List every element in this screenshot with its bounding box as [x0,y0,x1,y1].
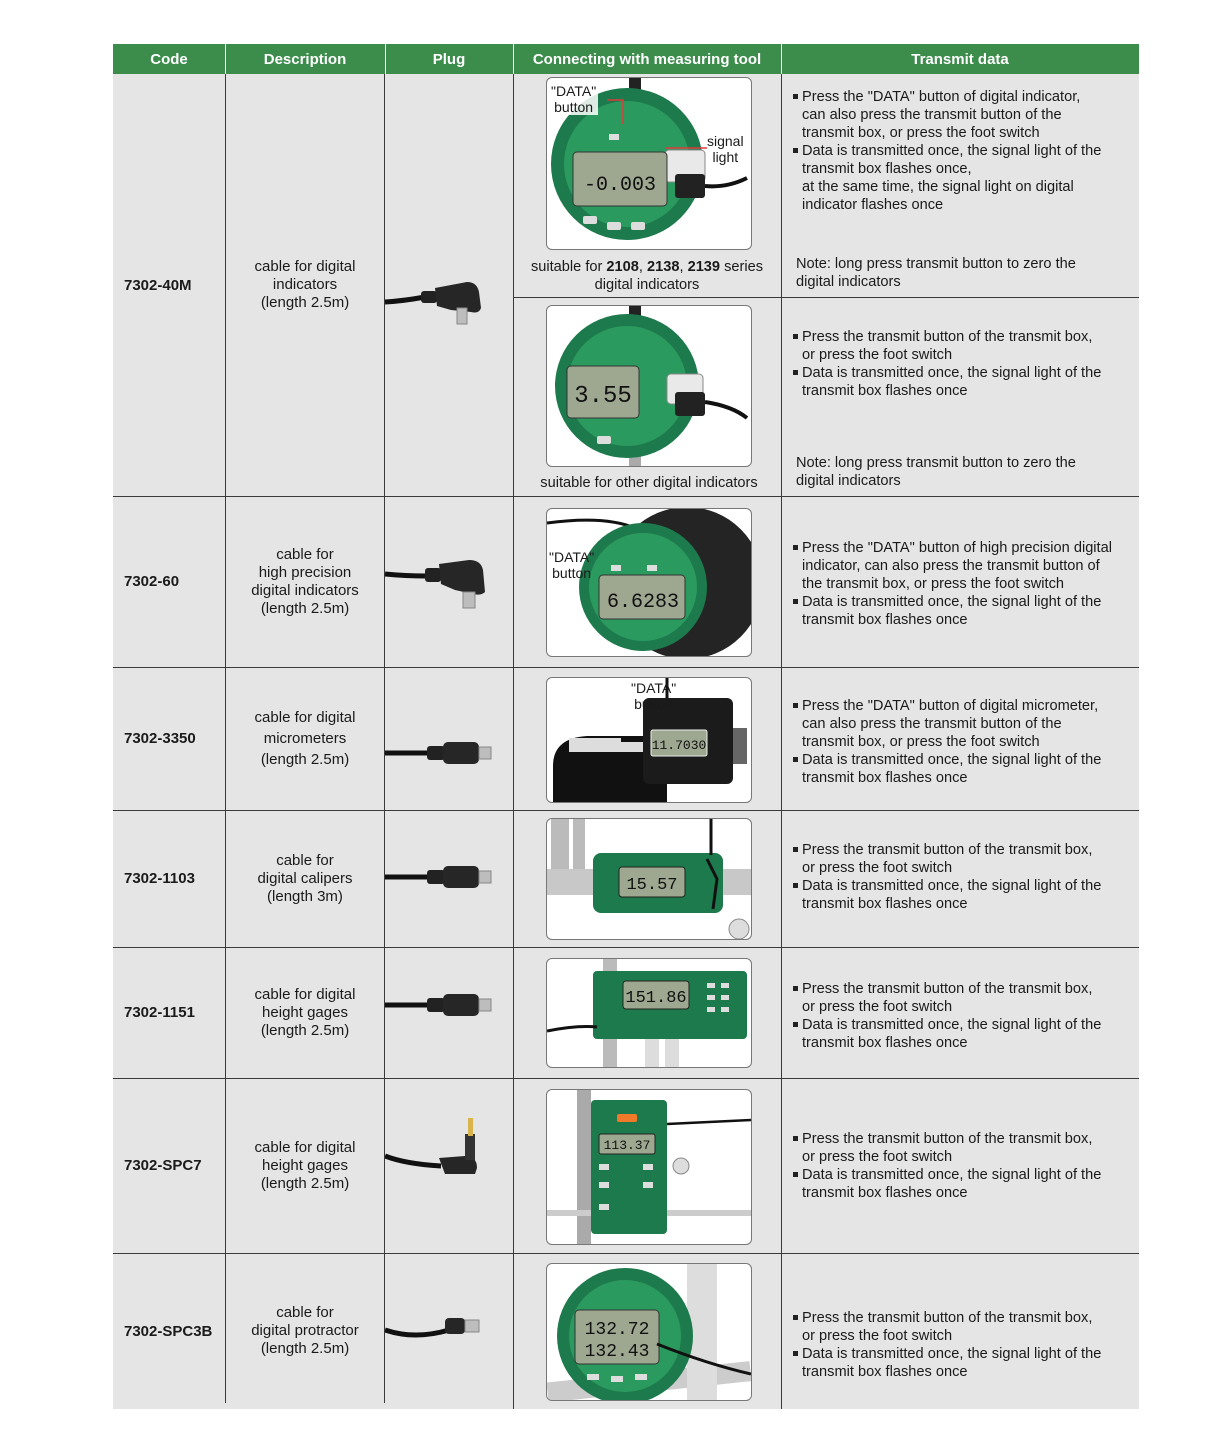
row-code: 7302-SPC3B [124,1322,213,1340]
row-code: 7302-60 [124,573,180,590]
transmit-data-text: Press the transmit button of the transmi… [787,328,1139,400]
column-divider [384,74,385,1403]
row-divider [113,810,1139,811]
lcd-readout: 3.55 [574,383,632,410]
transmit-data-text: Press the transmit button of the transmi… [787,841,1139,913]
header-description: Description [225,44,385,74]
transmit-data-text: Press the transmit button of the transmi… [787,1309,1139,1381]
transmit-data-text: Press the transmit button of the transmi… [787,980,1139,1052]
transmit-step: Press the "DATA" button of digital indic… [787,88,1139,142]
data-button-label: "DATA" button [631,680,677,712]
row-description: cable for digital indicators (length 2.5… [254,258,356,311]
row-description: cable for digital height gages (length 2… [254,985,356,1039]
row-description: cable for digital height gages (length 2… [254,1138,356,1192]
row-divider [513,297,1139,298]
transmit-data-text: Press the "DATA" button of digital indic… [787,88,1139,214]
micro-usb-right-angle-plug [385,282,481,325]
micro-usb-right-angle-plug [385,560,485,609]
transmit-step: Data is transmitted once, the signal lig… [787,364,1139,400]
row-description: cable for high precision digital indicat… [251,545,359,617]
audio-jack-right-angle-plug [385,1118,477,1174]
lcd-readout: 11.7030 [652,738,707,753]
cable-spec-table: Code Description Plug Connecting with me… [113,44,1139,1409]
micro-usb-plug [385,742,492,764]
transmit-data-text: Press the transmit button of the transmi… [787,1130,1139,1202]
header-plug: Plug [385,44,513,74]
lcd-readout: 132.72 [585,1320,650,1340]
header-code: Code [113,44,225,74]
high-precision-indicator-photo: 6.6283 "DATA" button [546,508,752,657]
transmit-step: Data is transmitted once, the signal lig… [787,751,1139,787]
row-description: cable for digital micrometers (length 2.… [254,709,356,768]
transmit-step: Press the transmit button of the transmi… [787,1130,1139,1166]
column-divider [513,74,514,1409]
digital-micrometer-photo: 11.7030 "DATA" button [546,677,752,803]
transmit-step: Press the "DATA" button of digital micro… [787,697,1139,751]
row-code: 7302-3350 [124,730,196,747]
row-divider [113,947,1139,948]
digital-height-gage-photo: 151.86 [546,958,752,1068]
row-divider [113,1078,1139,1079]
micro-usb-plug [385,994,492,1016]
lcd-readout: 132.43 [585,1342,650,1362]
transmit-step: Data is transmitted once, the signal lig… [787,593,1139,629]
transmit-step: Press the transmit button of the transmi… [787,841,1139,877]
note-text: Note: long press transmit button to zero… [796,256,1076,290]
transmit-data-text: Press the "DATA" button of digital micro… [787,697,1139,787]
transmit-step: Data is transmitted once, the signal lig… [787,1345,1139,1381]
lcd-readout: 6.6283 [607,591,679,614]
lcd-readout: -0.003 [584,174,656,197]
row-code: 7302-1103 [124,870,195,887]
row-code: 7302-1151 [124,1004,195,1021]
tool-caption: suitable for other digital indicators [540,475,758,491]
transmit-step: Data is transmitted once, the signal lig… [787,1016,1139,1052]
column-divider [781,74,782,1409]
micro-usb-plug [385,866,492,888]
digital-indicator-photo: 3.55 [546,305,752,467]
header-connecting: Connecting with measuring tool [513,44,781,74]
row-divider [113,1253,1139,1254]
row-description: cable for digital calipers (length 3m) [257,851,353,905]
mini-usb-plug [385,1318,480,1338]
digital-indicator-2108-photo: -0.003 "DATA" button signal light [546,77,752,250]
row-description: cable for digital protractor (length 2.5… [251,1304,359,1357]
digital-caliper-photo: 15.57 [546,818,752,940]
transmit-step: Press the "DATA" button of high precisio… [787,539,1139,593]
header-transmit: Transmit data [781,44,1139,74]
row-code: 7302-40M [124,276,192,294]
transmit-step: Data is transmitted once, the signal lig… [787,142,1139,214]
note-text: Note: long press transmit button to zero… [796,455,1076,489]
transmit-step: Press the transmit button of the transmi… [787,1309,1139,1345]
row-divider [113,667,1139,668]
row-divider [113,496,1139,497]
data-button-label: "DATA" button [549,83,599,115]
transmit-step: Data is transmitted once, the signal lig… [787,1166,1139,1202]
row-code: 7302-SPC7 [124,1157,202,1174]
transmit-step: Press the transmit button of the transmi… [787,328,1139,364]
column-divider [225,74,226,1403]
signal-light-label: signal light [707,133,744,165]
tool-caption: suitable for 2108, 2138, 2139 series dig… [530,259,764,293]
data-button-label: "DATA" button [549,549,595,581]
transmit-step: Data is transmitted once, the signal lig… [787,877,1139,913]
lcd-readout: 15.57 [626,876,677,895]
lcd-readout: 113.37 [604,1138,651,1153]
height-gage-spc7-photo: 113.37 [546,1089,752,1245]
lcd-readout: 151.86 [625,989,686,1008]
transmit-data-text: Press the "DATA" button of high precisio… [787,539,1139,629]
digital-protractor-photo: 132.72 132.43 [546,1263,752,1401]
transmit-step: Press the transmit button of the transmi… [787,980,1139,1016]
